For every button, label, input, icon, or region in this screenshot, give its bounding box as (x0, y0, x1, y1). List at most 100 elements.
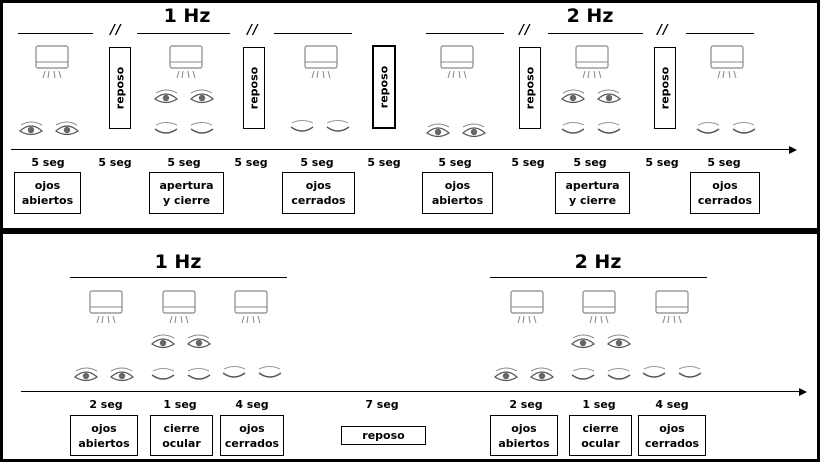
duration-label: 5 seg (707, 156, 741, 169)
condition-label: ojos cerrados (291, 179, 346, 207)
timeline-arrowhead (799, 388, 807, 396)
timeline-axis (21, 391, 801, 392)
condition-label: apertura y cierre (159, 179, 214, 207)
separator: // (519, 23, 531, 38)
condition-label: ojos abiertos (78, 421, 130, 450)
condition-box: cierre ocular (150, 415, 213, 456)
condition-box: ojos abiertos (490, 415, 558, 456)
closed-eyes-icon (222, 366, 282, 378)
rest-label: reposo (658, 66, 672, 110)
open-eyes-icon (426, 123, 486, 138)
condition-label: ojos abiertos (431, 179, 484, 207)
separator: // (110, 23, 122, 38)
duration-label: 5 seg (300, 156, 334, 169)
condition-box: cierre ocular (569, 415, 632, 456)
light-stimulus-icon (169, 45, 203, 79)
rest-label: reposo (247, 66, 261, 110)
light-stimulus-icon (575, 45, 609, 79)
duration-label: 2 seg (509, 398, 543, 411)
duration-label: 2 seg (89, 398, 123, 411)
duration-label: 5 seg (234, 156, 268, 169)
bottom-panel: 1 Hz 2 Hz 2 seg 1 seg 4 seg 7 seg 2 seg … (3, 234, 817, 459)
duration-label: 5 seg (98, 156, 132, 169)
condition-box: ojos cerrados (638, 415, 706, 456)
condition-box: ojos cerrados (690, 172, 760, 214)
condition-box: ojos abiertos (14, 172, 81, 214)
closed-eyes-icon (696, 122, 756, 134)
block-line (137, 33, 230, 34)
light-stimulus-icon (234, 290, 268, 324)
top-panel: 1 Hz 2 Hz // // // // reposo reposo repo… (3, 3, 817, 228)
open-eyes-icon (74, 367, 134, 382)
separator: // (247, 23, 259, 38)
duration-label: 5 seg (167, 156, 201, 169)
condition-label: reposo (362, 429, 405, 442)
condition-box: apertura y cierre (149, 172, 224, 214)
duration-label: 5 seg (31, 156, 65, 169)
closed-eyes-icon (571, 368, 631, 380)
rest-box: reposo (109, 47, 131, 129)
freq-label-2hz: 2 Hz (574, 251, 622, 273)
duration-label: 1 seg (582, 398, 616, 411)
block-line (490, 277, 707, 278)
light-stimulus-icon (89, 290, 123, 324)
open-eyes-icon (154, 89, 214, 104)
block-line (274, 33, 352, 34)
condition-box: ojos cerrados (282, 172, 355, 214)
duration-label: 5 seg (367, 156, 401, 169)
duration-label: 7 seg (365, 398, 399, 411)
rest-label: reposo (113, 66, 127, 110)
condition-label: cierre ocular (162, 421, 201, 450)
rest-box: reposo (243, 47, 265, 129)
rest-box: reposo (654, 47, 676, 129)
light-stimulus-icon (162, 290, 196, 324)
open-eyes-icon (571, 334, 631, 349)
condition-label: apertura y cierre (565, 179, 620, 207)
open-eyes-icon (494, 367, 554, 382)
duration-label: 5 seg (438, 156, 472, 169)
open-eyes-icon (19, 121, 79, 136)
closed-eyes-icon (290, 120, 350, 132)
condition-label: ojos cerrados (224, 421, 280, 450)
duration-label: 1 seg (163, 398, 197, 411)
rest-box: reposo (372, 45, 396, 129)
duration-label: 4 seg (235, 398, 269, 411)
duration-label: 4 seg (655, 398, 689, 411)
condition-label: ojos cerrados (644, 421, 700, 450)
condition-label: ojos abiertos (498, 421, 550, 450)
block-line (70, 277, 287, 278)
duration-label: 5 seg (511, 156, 545, 169)
light-stimulus-icon (510, 290, 544, 324)
freq-label-2hz: 2 Hz (566, 5, 614, 27)
freq-label-1hz: 1 Hz (163, 5, 211, 27)
duration-label: 5 seg (573, 156, 607, 169)
separator: // (657, 23, 669, 38)
condition-label: ojos abiertos (21, 179, 74, 207)
light-stimulus-icon (655, 290, 689, 324)
closed-eyes-icon (642, 366, 702, 378)
block-line (686, 33, 754, 34)
condition-box: reposo (341, 426, 426, 445)
condition-box: apertura y cierre (555, 172, 630, 214)
duration-label: 5 seg (645, 156, 679, 169)
block-line (548, 33, 643, 34)
timeline-axis (11, 149, 791, 150)
rest-label: reposo (377, 65, 391, 109)
condition-label: cierre ocular (581, 421, 620, 450)
condition-box: ojos abiertos (422, 172, 493, 214)
closed-eyes-icon (154, 122, 214, 134)
light-stimulus-icon (35, 45, 69, 79)
block-line (18, 33, 93, 34)
rest-label: reposo (523, 66, 537, 110)
open-eyes-icon (151, 334, 211, 349)
open-eyes-icon (561, 89, 621, 104)
closed-eyes-icon (561, 122, 621, 134)
condition-box: ojos abiertos (70, 415, 138, 456)
light-stimulus-icon (440, 45, 474, 79)
light-stimulus-icon (582, 290, 616, 324)
light-stimulus-icon (304, 45, 338, 79)
block-line (426, 33, 504, 34)
rest-box: reposo (519, 47, 541, 129)
condition-label: ojos cerrados (697, 179, 753, 207)
closed-eyes-icon (151, 368, 211, 380)
